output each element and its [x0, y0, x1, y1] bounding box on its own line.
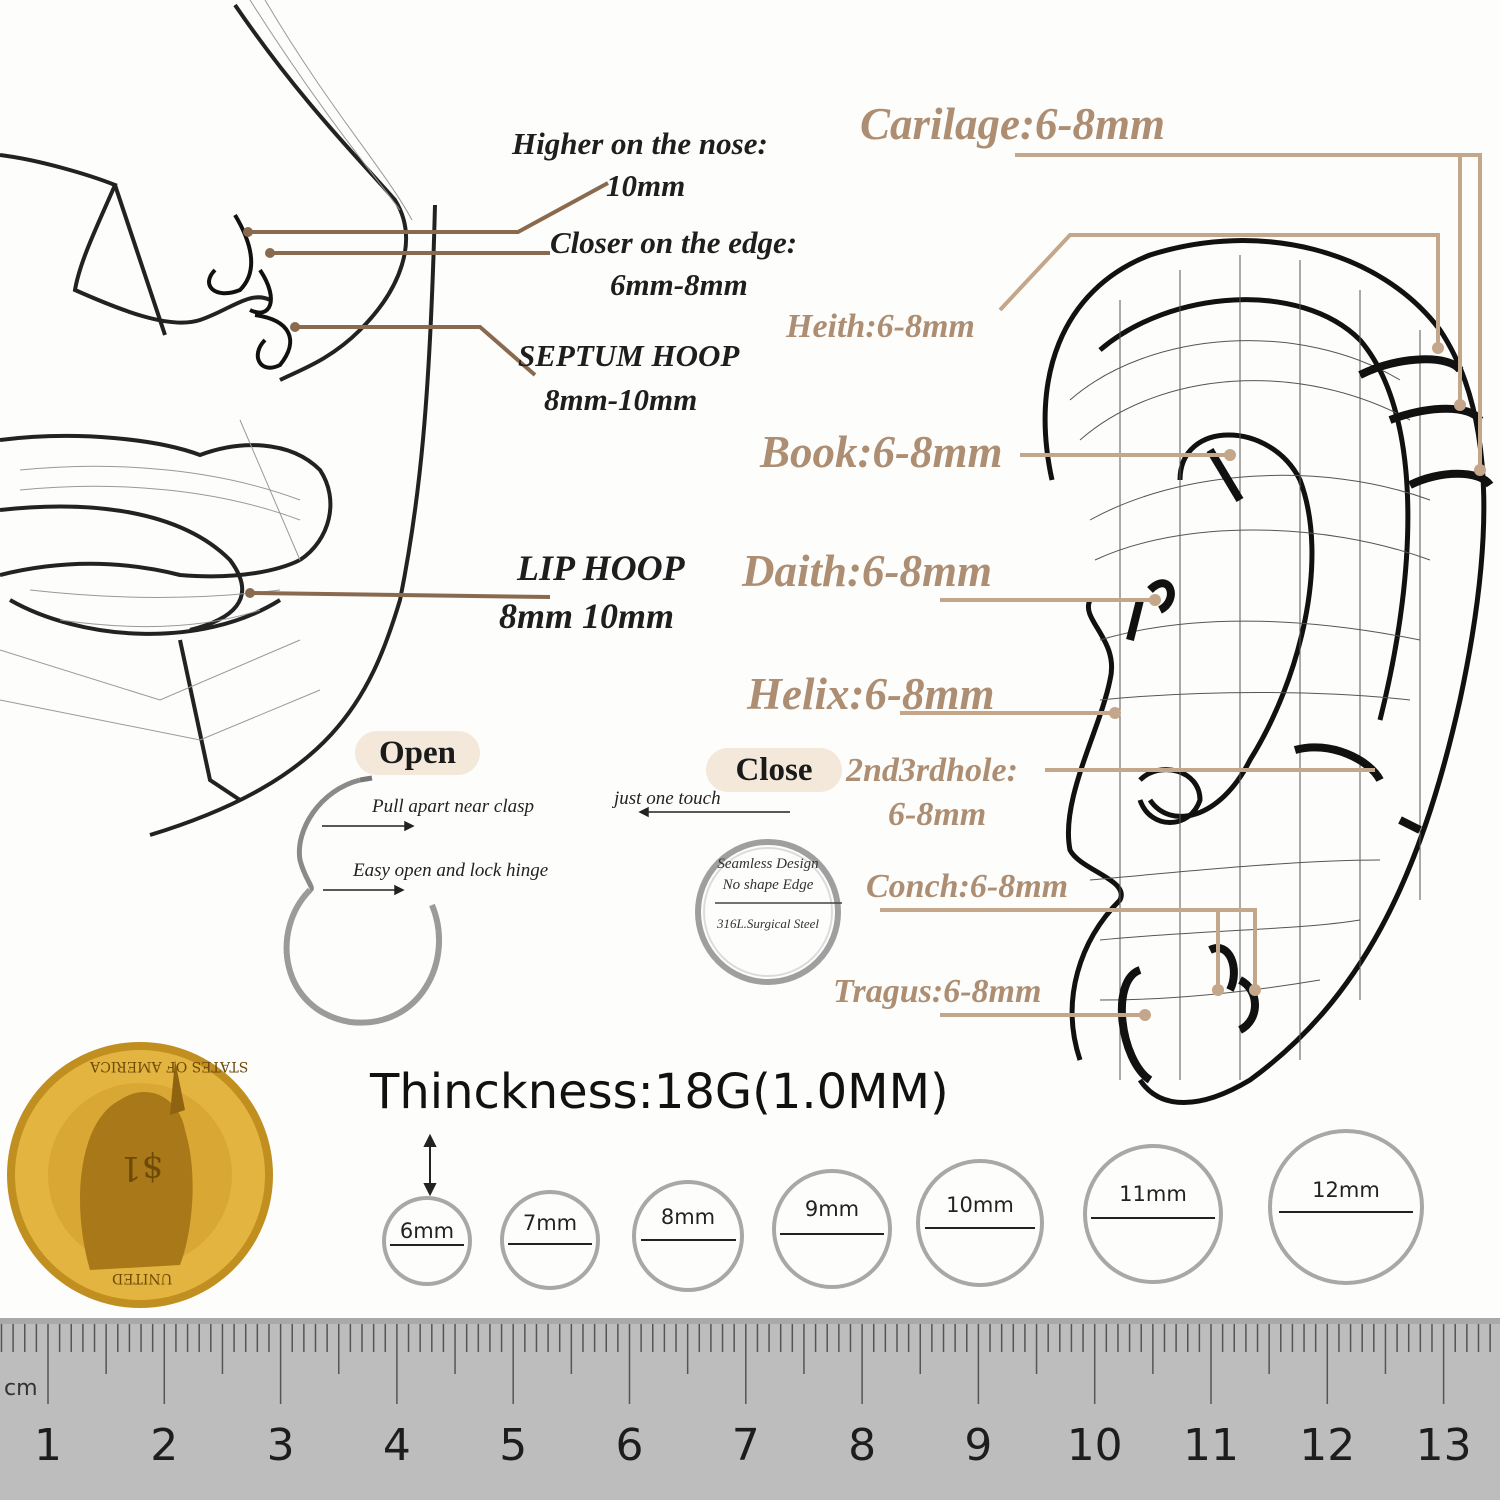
- ruler-number: 13: [1415, 1420, 1472, 1471]
- open-pill: Open: [355, 731, 480, 775]
- pull-apart-text: Pull apart near clasp: [372, 796, 535, 817]
- ear-leaders: [880, 153, 1482, 1017]
- ruler-number: 1: [34, 1420, 62, 1471]
- closer-edge-size: 6mm-8mm: [610, 267, 748, 302]
- close-ring: [695, 839, 842, 985]
- ruler-number: 7: [731, 1420, 760, 1471]
- ruler-number: 11: [1183, 1420, 1239, 1471]
- size-label-8: 8mm: [660, 1205, 716, 1229]
- coin-text-bottom: UNITED: [112, 1270, 173, 1286]
- lip-size: 8mm 10mm: [499, 596, 675, 636]
- coin-text-top: STATES OF AMERICA: [90, 1058, 249, 1074]
- helix-label: Helix:6-8mm: [747, 669, 995, 719]
- septum-label: SEPTUM HOOP: [518, 338, 740, 373]
- ruler-number: 12: [1299, 1420, 1356, 1471]
- easy-open-text: Easy open and lock hinge: [353, 860, 549, 881]
- book-label: Book:6-8mm: [760, 427, 1003, 477]
- ruler-number: 6: [615, 1420, 644, 1471]
- ruler-number: 5: [499, 1420, 528, 1471]
- size-label-11: 11mm: [1119, 1182, 1187, 1206]
- nose-rings: [207, 213, 293, 370]
- size-label-12: 12mm: [1312, 1178, 1380, 1202]
- size-label-10: 10mm: [946, 1193, 1014, 1217]
- ruler-number: 8: [848, 1420, 877, 1471]
- daith-label: Daith:6-8mm: [742, 546, 993, 596]
- ear-leader-dots: [1109, 342, 1486, 1021]
- heith-label: Heith:6-8mm: [786, 308, 975, 345]
- size-arrows: [390, 1133, 1413, 1246]
- hinge-arrows: [322, 806, 790, 896]
- ear-rings: [1117, 355, 1494, 1084]
- hole-size: 6-8mm: [888, 796, 987, 833]
- no-shape-text: No shape Edge: [722, 877, 814, 893]
- one-touch-text: just one touch: [614, 788, 721, 809]
- ear-outline: [1042, 238, 1487, 1105]
- thickness-label: Thinckness:18G(1.0MM): [370, 1064, 949, 1120]
- conch-label: Conch:6-8mm: [866, 868, 1069, 905]
- lip-label: LIP HOOP: [517, 548, 685, 588]
- septum-size: 8mm-10mm: [544, 382, 698, 417]
- tragus-label: Tragus:6-8mm: [833, 973, 1042, 1010]
- close-pill: Close: [706, 748, 842, 792]
- higher-nose-size: 10mm: [606, 168, 686, 203]
- ruler-number: 9: [964, 1420, 993, 1471]
- ear-mesh: [1069, 255, 1431, 1080]
- higher-nose-label: Higher on the nose:: [512, 126, 768, 161]
- seamless-text: Seamless Design: [717, 856, 819, 872]
- size-label-9: 9mm: [804, 1197, 860, 1221]
- face-outline: [0, 3, 437, 837]
- coin: [7, 1042, 273, 1308]
- size-label-7: 7mm: [522, 1211, 578, 1235]
- face-leaders: [248, 181, 609, 599]
- ruler-unit: cm: [4, 1376, 38, 1401]
- ruler-ticks: [0, 1324, 1491, 1404]
- coin-value: $1: [120, 1148, 164, 1188]
- ruler-number: 4: [382, 1420, 411, 1471]
- open-hinge-ring: [283, 775, 443, 1026]
- ruler-number: 3: [266, 1420, 295, 1471]
- ruler-number: 10: [1066, 1420, 1123, 1471]
- ruler-body: [0, 1318, 1500, 1500]
- size-label-6: 6mm: [399, 1219, 455, 1243]
- size-rings: [382, 1129, 1424, 1292]
- face-leader-dots: [243, 227, 300, 598]
- closer-edge-label: Closer on the edge:: [550, 225, 798, 260]
- steel-text: 316L.Surgical Steel: [716, 916, 820, 931]
- hole-label: 2nd3rdhole:: [846, 752, 1018, 789]
- carilage-label: Carilage:6-8mm: [860, 99, 1165, 149]
- ruler-number: 2: [150, 1420, 179, 1471]
